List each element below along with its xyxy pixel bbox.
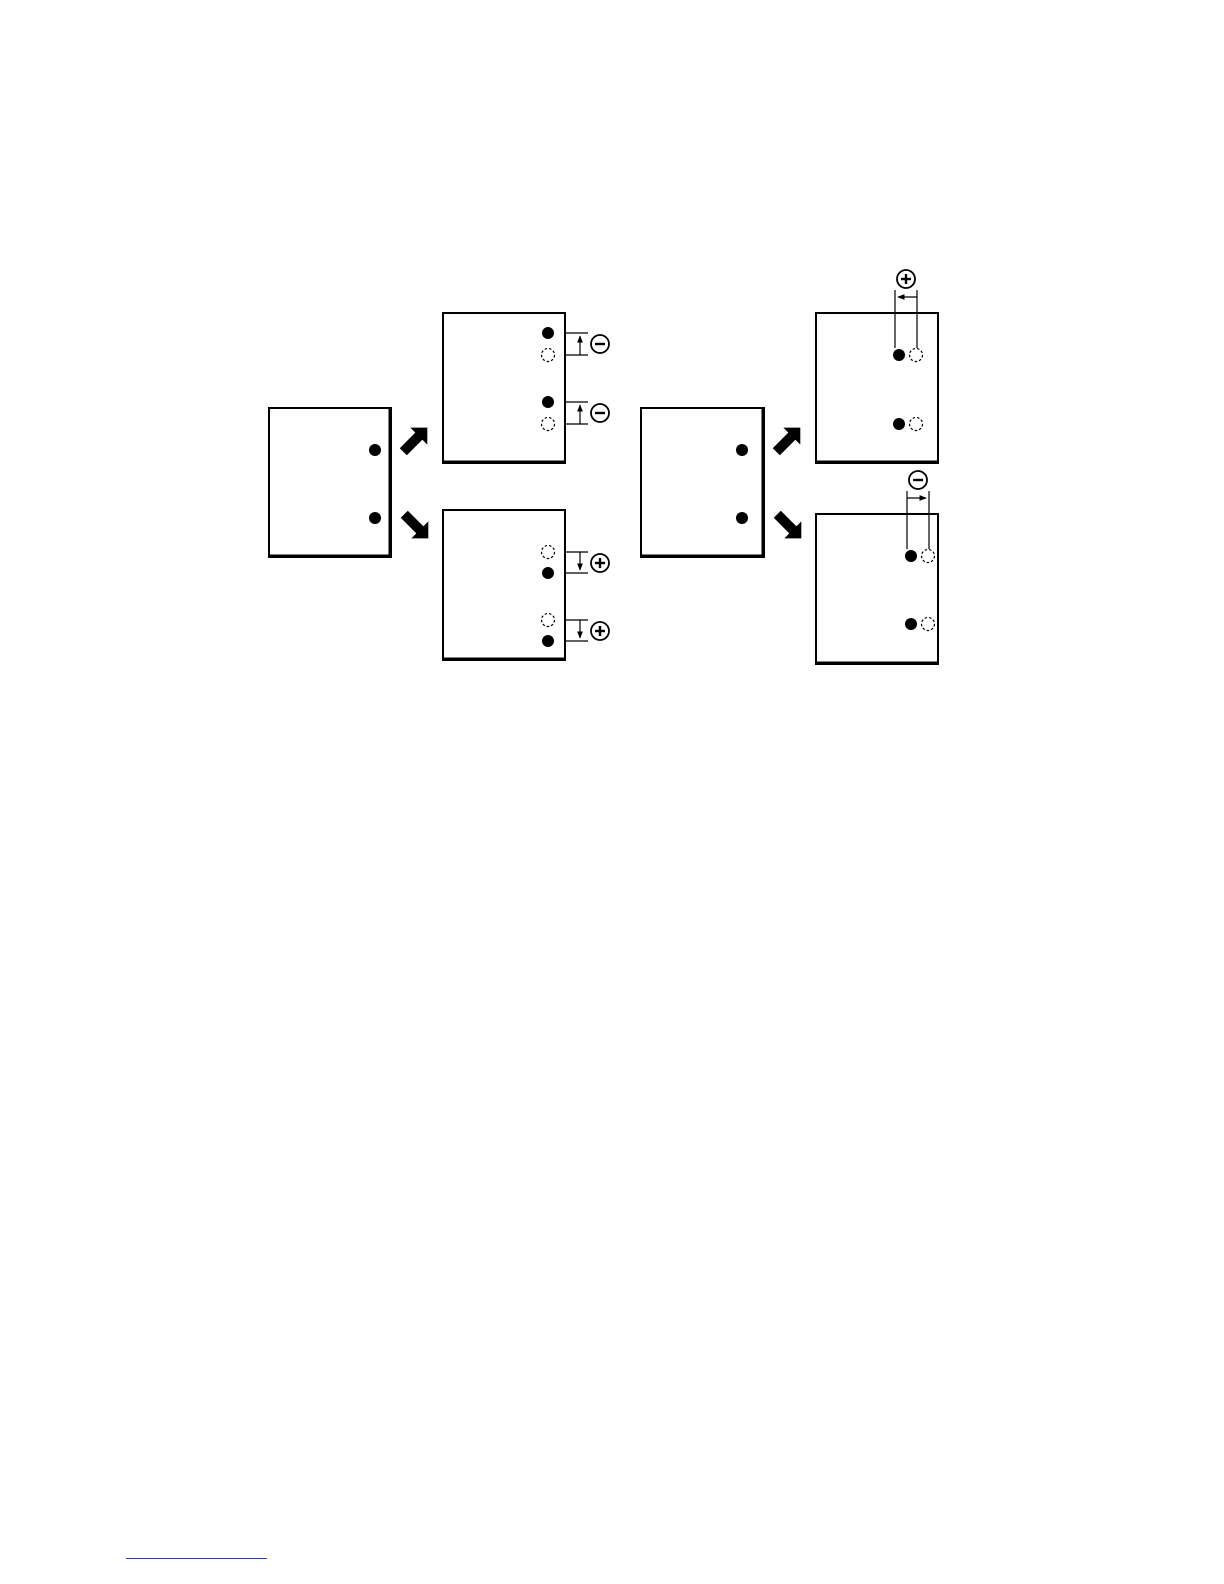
paper-sheet <box>816 514 938 664</box>
punch-hole <box>369 512 381 524</box>
paper-sheet <box>269 408 391 557</box>
plus-sign-icon <box>897 270 915 288</box>
arrow-down-right-icon <box>769 506 810 547</box>
original-hole-outline <box>542 546 555 559</box>
punch-hole <box>542 327 554 339</box>
horizontal-adjustment-group <box>641 270 938 664</box>
original-hole-outline <box>542 349 555 362</box>
arrow-up-right-icon <box>768 419 809 460</box>
minus-sign-icon <box>591 404 609 422</box>
minus-sign-icon <box>591 335 609 353</box>
footnote-rule <box>126 1558 267 1559</box>
punch-hole <box>542 567 554 579</box>
punch-hole <box>736 444 748 456</box>
original-hole-outline <box>542 614 555 627</box>
paper-sheet <box>816 313 938 463</box>
plus-sign-icon <box>591 622 609 640</box>
original-hole-outline <box>922 550 935 563</box>
shifted-up-sheet <box>443 313 588 463</box>
punch-hole <box>905 550 917 562</box>
shifted-left-sheet <box>816 290 938 463</box>
arrow-down-right-icon <box>396 506 437 547</box>
punch-hole <box>542 635 554 647</box>
punch-hole <box>369 444 381 456</box>
punch-hole <box>542 396 554 408</box>
paper-sheet <box>641 408 764 557</box>
plus-sign-icon <box>591 554 609 572</box>
arrow-up-right-icon <box>395 419 436 460</box>
original-hole-outline <box>922 618 935 631</box>
punch-hole <box>736 512 748 524</box>
shifted-right-sheet <box>816 491 938 664</box>
shifted-down-sheet <box>443 510 588 660</box>
original-sheet <box>269 408 391 557</box>
original-hole-outline <box>910 349 923 362</box>
original-sheet <box>641 408 764 557</box>
vertical-adjustment-group <box>269 313 609 660</box>
punch-hole <box>893 418 905 430</box>
punch-hole <box>905 618 917 630</box>
original-hole-outline <box>910 418 923 431</box>
original-hole-outline <box>542 418 555 431</box>
minus-sign-icon <box>909 471 927 489</box>
punch-hole <box>893 349 905 361</box>
